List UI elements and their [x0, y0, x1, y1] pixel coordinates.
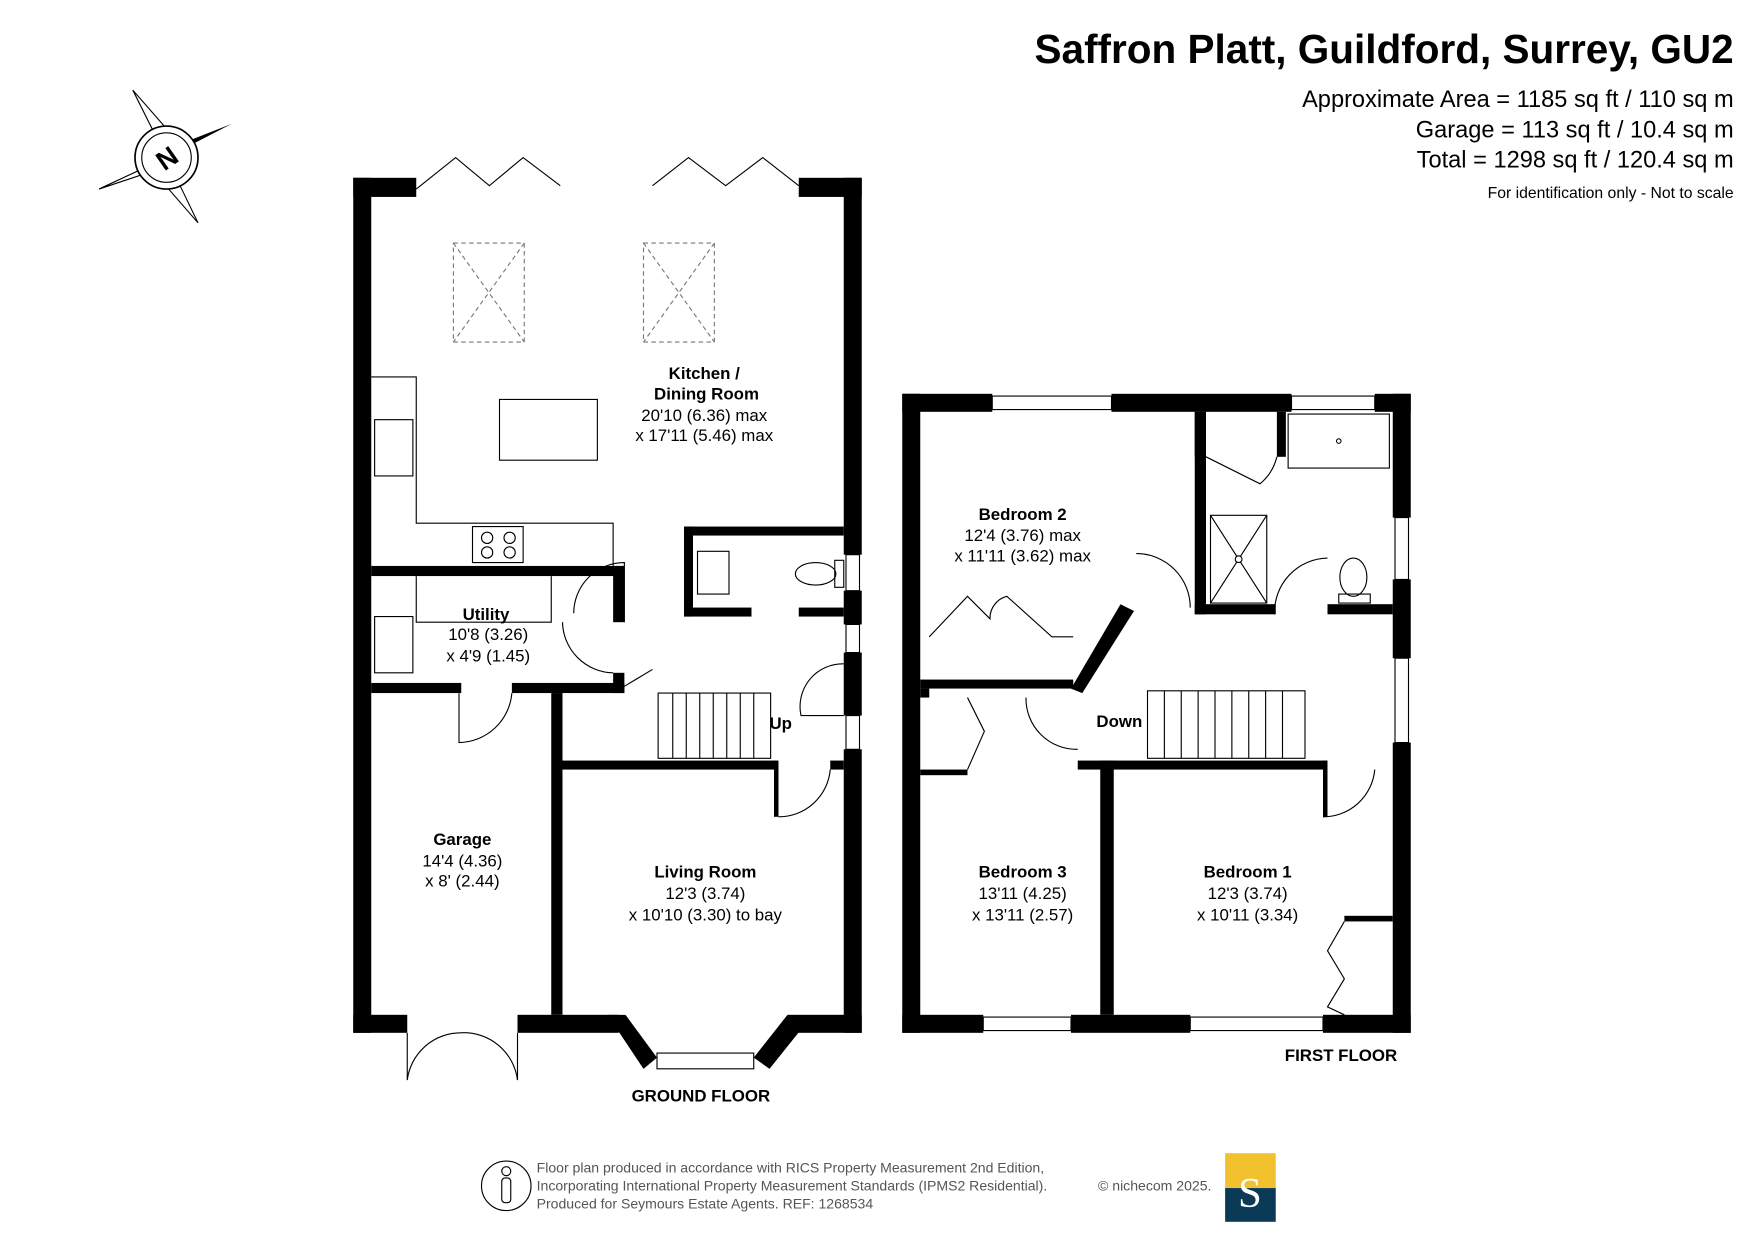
first-floor-label: FIRST FLOOR: [1285, 1046, 1397, 1065]
bedroom2-dim-2: x 11'11 (3.62) max: [954, 546, 1091, 565]
bedroom2-name: Bedroom 2: [979, 505, 1067, 524]
garage-area: Garage = 113 sq ft / 10.4 sq m: [1416, 117, 1734, 143]
bedroom3-dim-1: 13'11 (4.25): [979, 884, 1067, 903]
logo-letter: S: [1238, 1170, 1262, 1217]
bedroom1-dim-1: 12'3 (3.74): [1208, 884, 1288, 903]
property-title: Saffron Platt, Guildford, Surrey, GU2: [1035, 26, 1734, 72]
bedroom3-dim-2: x 13'11 (2.57): [972, 905, 1073, 924]
bedroom1-dim-2: x 10'11 (3.34): [1197, 905, 1298, 924]
ground-floor-label: GROUND FLOOR: [632, 1086, 771, 1105]
bedroom1-name: Bedroom 1: [1204, 863, 1292, 882]
total-area: Total = 1298 sq ft / 120.4 sq m: [1417, 148, 1734, 174]
utility-dim-2: x 4'9 (1.45): [446, 647, 530, 666]
disclaimer: For identification only - Not to scale: [1488, 185, 1734, 202]
approx-area: Approximate Area = 1185 sq ft / 110 sq m: [1302, 87, 1734, 113]
footer-line-2: Incorporating International Property Mea…: [537, 1177, 1048, 1193]
kitchen-dim-1: 20'10 (6.36) max: [641, 406, 768, 425]
garage-dim-2: x 8' (2.44): [425, 872, 499, 891]
living-room-dim-1: 12'3 (3.74): [665, 884, 745, 903]
ground-floor-fixtures: [371, 156, 861, 1081]
stairs-up-label: Up: [770, 714, 792, 733]
bedroom3-name: Bedroom 3: [979, 863, 1067, 882]
footer-line-3: Produced for Seymours Estate Agents. REF…: [537, 1195, 874, 1211]
person-icon: [480, 1160, 532, 1212]
utility-name: Utility: [463, 605, 510, 624]
kitchen-dim-2: x 17'11 (5.46) max: [635, 426, 773, 445]
ground-floor-walls: [353, 177, 862, 1069]
first-floor-fixtures: [928, 395, 1410, 1032]
footer-line-1: Floor plan produced in accordance with R…: [537, 1159, 1045, 1175]
compass-icon: N: [98, 89, 232, 224]
stairs-down-label: Down: [1096, 712, 1142, 731]
living-room-dim-2: x 10'10 (3.30) to bay: [629, 905, 783, 924]
kitchen-name-2: Dining Room: [654, 384, 759, 403]
seymours-logo: S: [1225, 1153, 1276, 1222]
first-floor-walls: [902, 393, 1411, 1033]
utility-dim-1: 10'8 (3.26): [448, 625, 528, 644]
bedroom2-dim-1: 12'4 (3.76) max: [964, 526, 1081, 545]
footer-copyright: © nichecom 2025.: [1098, 1177, 1211, 1193]
living-room-name: Living Room: [654, 863, 756, 882]
garage-name: Garage: [433, 830, 491, 849]
garage-dim-1: 14'4 (4.36): [422, 851, 502, 870]
kitchen-name: Kitchen /: [669, 364, 741, 383]
